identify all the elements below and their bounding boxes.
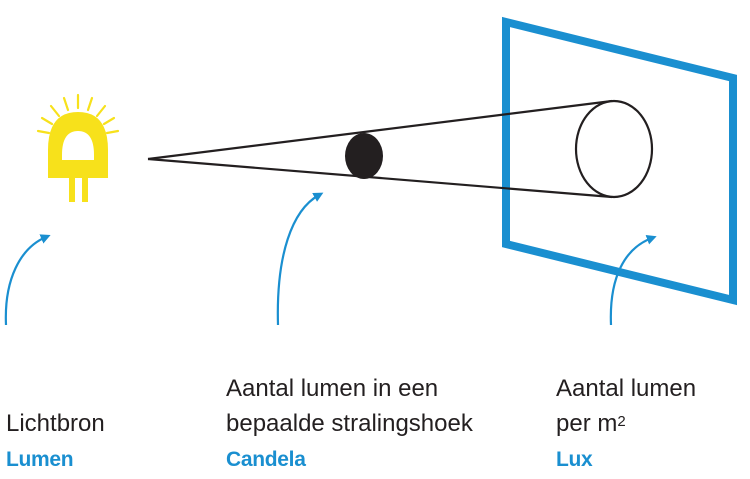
solid-angle-marker xyxy=(345,133,383,179)
angle-label-line1: Aantal lumen in een xyxy=(226,375,439,402)
illuminated-area-ellipse xyxy=(574,99,654,199)
source-label: Lichtbron xyxy=(6,410,105,437)
surface-frame xyxy=(502,16,737,306)
light-cone xyxy=(147,99,613,199)
source-unit: Lumen xyxy=(6,448,74,471)
arrow-to-surface xyxy=(609,235,657,326)
angle-label-line2: bepaalde stralingshoek xyxy=(226,410,473,437)
arrow-to-source xyxy=(4,234,51,326)
surface-label-superscript: 2 xyxy=(617,413,626,430)
surface-label-line2: per m2 xyxy=(556,408,626,439)
surface-label-line1: Aantal lumen xyxy=(556,375,697,402)
surface-unit: Lux xyxy=(556,448,593,471)
angle-unit: Candela xyxy=(226,448,306,471)
surface-label-text: per m xyxy=(556,410,618,437)
arrow-to-angle xyxy=(276,192,324,326)
light-bulb-icon xyxy=(36,93,120,202)
